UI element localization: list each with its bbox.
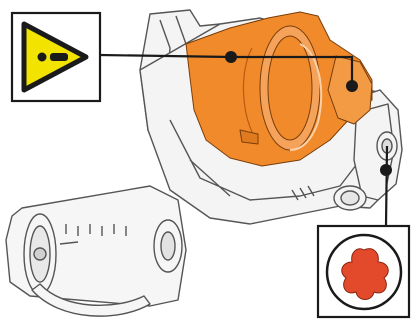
warning-callout-box (12, 13, 100, 101)
callout-dot-lid (346, 80, 358, 92)
callout-dot-component (225, 51, 237, 63)
drive-socket-callout-box (318, 226, 409, 317)
detached-container (6, 186, 186, 316)
flower-drive-socket-icon (327, 235, 401, 309)
callout-line-drive (386, 146, 387, 226)
callout-dot-drive (380, 164, 392, 176)
